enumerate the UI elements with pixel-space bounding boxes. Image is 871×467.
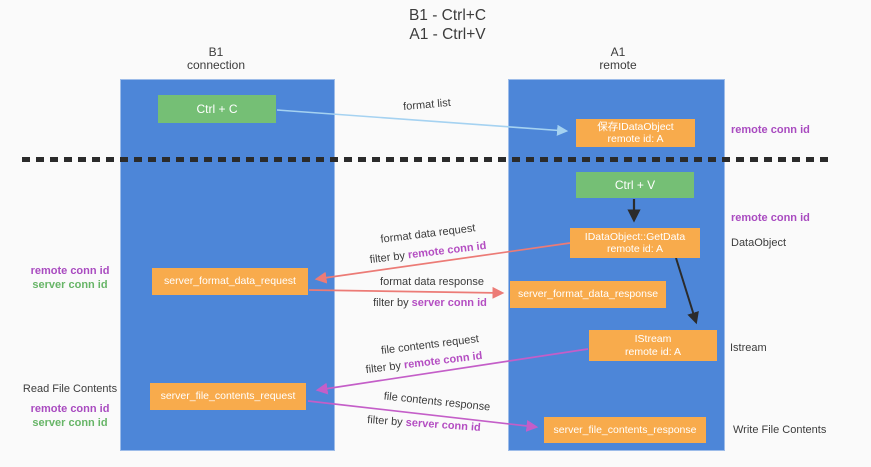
diagram-title: B1 - Ctrl+C A1 - Ctrl+V [300, 6, 595, 44]
node-ctrl-c: Ctrl + C [158, 95, 276, 123]
right-remote-conn-id-top: remote conn id [731, 123, 810, 137]
lane-header-b1: B1 connection [156, 46, 276, 72]
read-file-contents-text: Read File Contents [22, 383, 118, 395]
label-filter-by-text: filter by [373, 297, 409, 309]
label-server-conn-id-text: server conn id [405, 416, 482, 434]
node-idataobject-getdata: IDataObject::GetData remote id: A [570, 228, 700, 258]
node-save-idataobject-line2: remote id: A [607, 133, 664, 145]
left-server-conn-id-2: server conn id [32, 417, 108, 429]
left-remote-conn-id-2: remote conn id [30, 403, 110, 415]
write-file-contents-label: Write File Contents [733, 423, 826, 437]
node-save-idataobject: 保存IDataObject remote id: A [576, 119, 695, 147]
label-server-conn-id-text: server conn id [411, 297, 487, 309]
node-server-format-data-request: server_format_data_request [152, 268, 308, 295]
diagram-title-line2: A1 - Ctrl+V [409, 26, 486, 43]
lane-a1-title: A1 [610, 45, 626, 59]
lane-b1-subtitle: connection [186, 58, 246, 72]
label-filter-by-text: filter by [365, 359, 402, 377]
dataobject-label-text: DataObject [731, 237, 787, 249]
node-server-format-data-response: server_format_data_response [510, 281, 666, 308]
label-filter-server-1: filter by server conn id [320, 297, 540, 309]
lane-b1-title: B1 [208, 45, 224, 59]
istream-label-text: Istream [730, 342, 767, 354]
node-server-format-data-response-label: server_format_data_response [517, 288, 659, 301]
node-istream-line1: IStream [634, 333, 672, 345]
left-conn-id-labels-bottom: remote conn id server conn id [24, 402, 116, 430]
right-remote-conn-id-mid: remote conn id [731, 211, 810, 225]
node-idataobject-getdata-line1: IDataObject::GetData [584, 230, 686, 243]
left-server-conn-id: server conn id [32, 279, 108, 291]
istream-label: Istream [730, 341, 767, 355]
write-file-contents-text: Write File Contents [733, 424, 827, 436]
label-remote-conn-id-text: remote conn id [403, 349, 483, 372]
node-server-file-contents-response-label: server_file_contents_response [553, 423, 697, 436]
node-save-idataobject-line1: 保存IDataObject [597, 120, 674, 133]
label-filter-by-text: filter by [369, 249, 406, 267]
left-remote-conn-id: remote conn id [30, 265, 110, 277]
lane-header-a1: A1 remote [558, 46, 678, 72]
label-format-data-response: format data response [322, 276, 542, 288]
node-ctrl-v: Ctrl + V [576, 172, 694, 198]
node-server-file-contents-response: server_file_contents_response [544, 417, 706, 443]
label-format-list: format list [317, 89, 537, 120]
diagram-title-line1: B1 - Ctrl+C [408, 7, 487, 24]
label-format-data-response-text: format data response [380, 276, 484, 288]
node-idataobject-getdata-line2: remote id: A [606, 243, 664, 255]
label-filter-by-text: filter by [366, 414, 404, 429]
node-server-file-contents-request-label: server_file_contents_request [160, 390, 296, 403]
node-ctrl-v-label: Ctrl + V [614, 177, 656, 192]
node-istream: IStream remote id: A [589, 330, 717, 361]
dataobject-label: DataObject [731, 236, 786, 250]
label-format-list-text: format list [402, 96, 452, 114]
label-file-contents-response-text: file contents response [383, 390, 491, 414]
arrow-format-data-response [308, 286, 505, 299]
node-server-file-contents-request: server_file_contents_request [150, 383, 306, 410]
read-file-contents-label: Read File Contents [20, 382, 120, 396]
node-ctrl-c-label: Ctrl + C [196, 101, 238, 116]
right-remote-conn-id-mid-text: remote conn id [731, 212, 810, 224]
lane-a1-subtitle: remote [599, 58, 637, 72]
dashed-separator-line [22, 157, 830, 162]
label-remote-conn-id-text: remote conn id [407, 239, 487, 262]
node-server-format-data-request-label: server_format_data_request [164, 275, 296, 288]
left-conn-id-labels-top: remote conn id server conn id [24, 264, 116, 292]
node-istream-line2: remote id: A [624, 345, 682, 358]
right-remote-conn-id-top-text: remote conn id [731, 124, 810, 136]
